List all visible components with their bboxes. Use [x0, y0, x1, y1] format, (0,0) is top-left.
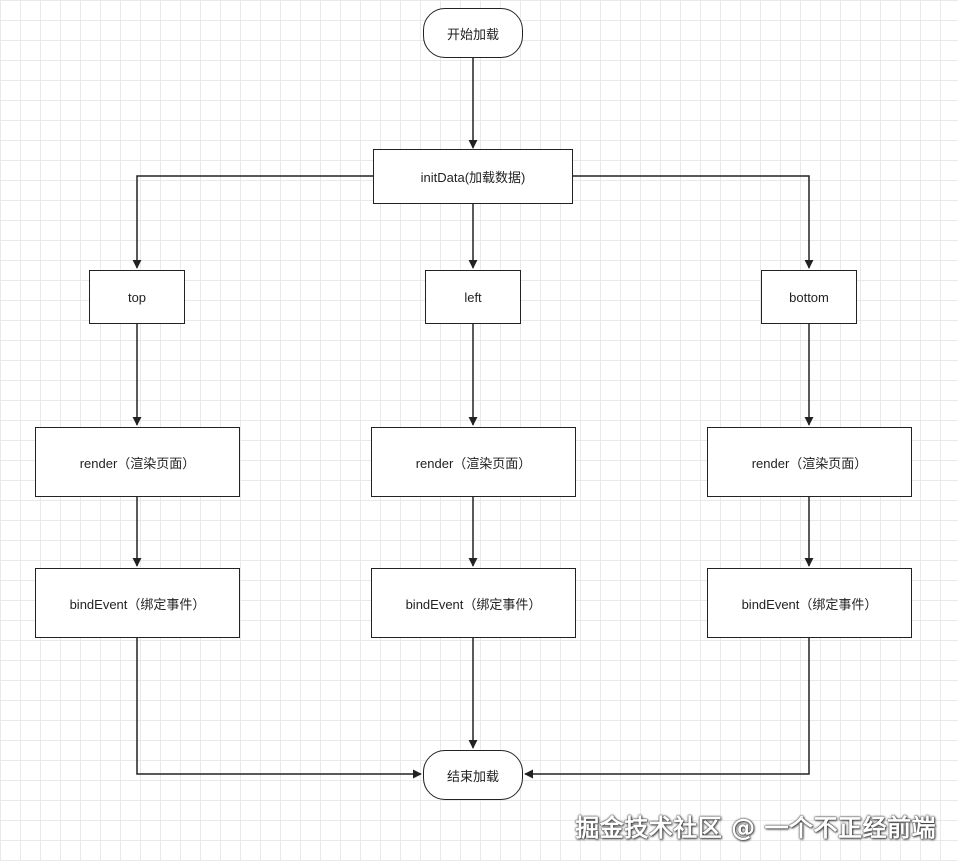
- edge-init-to-bottom: [573, 175, 814, 269]
- render-label-top: render（渲染页面）: [79, 455, 196, 471]
- init-data-label: initData(加载数据): [420, 170, 526, 185]
- render-label-left: render（渲染页面）: [415, 455, 532, 471]
- bind-event-label-bottom: bindEvent（绑定事件）: [741, 596, 878, 612]
- bind-event-label-left: bindEvent（绑定事件）: [405, 596, 542, 612]
- branch-label-left: left: [464, 289, 482, 305]
- branch-node-left: left: [425, 270, 521, 324]
- render-node-top: render（渲染页面）: [35, 427, 240, 497]
- bind-event-node-top: bindEvent（绑定事件）: [35, 568, 240, 638]
- watermark: 掘金技术社区 @ 一个不正经前端: [575, 814, 936, 842]
- branch-node-bottom: bottom: [761, 270, 857, 324]
- bind-event-label-top: bindEvent（绑定事件）: [69, 596, 206, 612]
- branch-label-bottom: bottom: [789, 289, 829, 305]
- edge-bottom-bind-to-end: [524, 638, 810, 779]
- render-node-bottom: render（渲染页面）: [707, 427, 912, 497]
- bind-event-node-left: bindEvent（绑定事件）: [371, 568, 576, 638]
- branch-label-top: top: [127, 289, 147, 305]
- start-node: 开始加载: [423, 8, 523, 58]
- init-data-node: initData(加载数据): [373, 149, 573, 204]
- start-label: 开始加载: [446, 26, 499, 42]
- end-node: 结束加载: [423, 750, 523, 800]
- render-label-bottom: render（渲染页面）: [751, 455, 868, 471]
- bind-event-node-bottom: bindEvent（绑定事件）: [707, 568, 912, 638]
- edge-init-to-top: [132, 175, 373, 269]
- edge-top-bind-to-end: [136, 638, 422, 779]
- branch-node-top: top: [89, 270, 185, 324]
- render-node-left: render（渲染页面）: [371, 427, 576, 497]
- end-label: 结束加载: [446, 768, 499, 784]
